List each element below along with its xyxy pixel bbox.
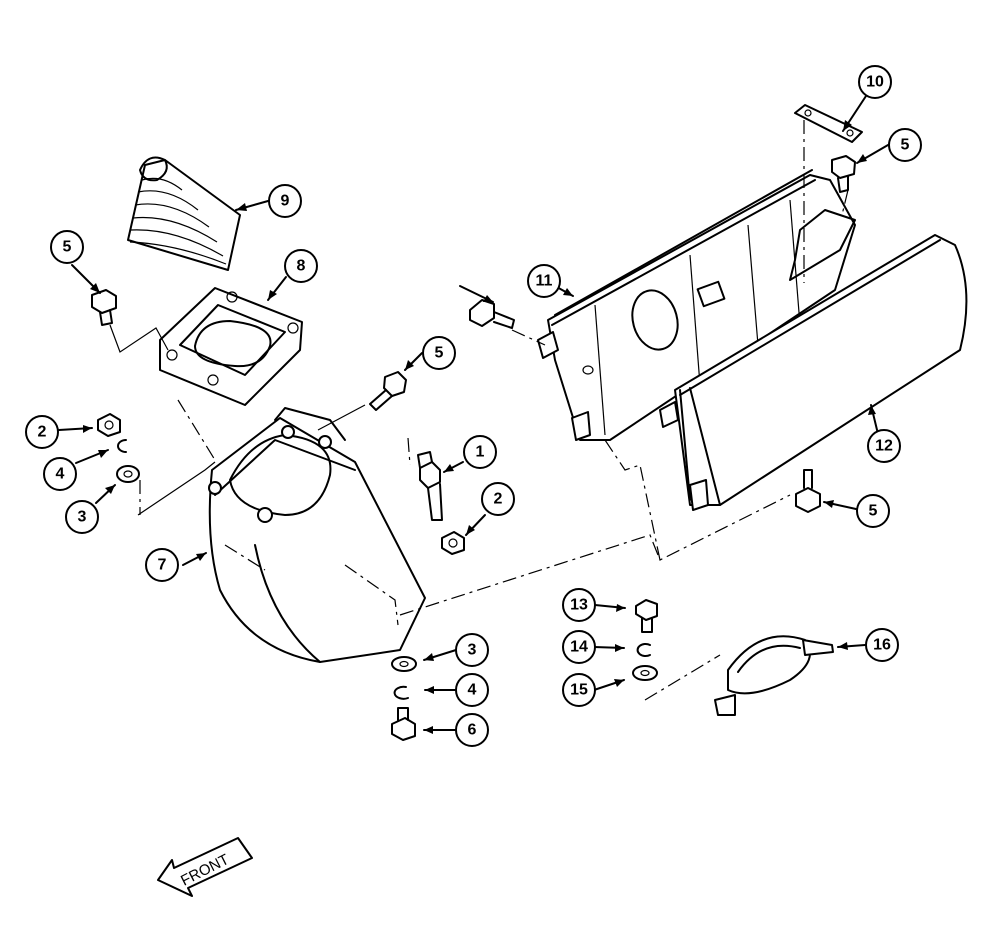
callout-8: 8 [284,249,318,283]
svg-text:11: 11 [536,273,553,290]
svg-text:10: 10 [866,74,884,91]
part-8-plate [159,287,303,406]
svg-text:4: 4 [56,466,65,483]
callout-4-bottom: 4 [455,673,489,707]
part-16-bracket [714,635,834,716]
part-11-panel [537,169,856,441]
callout-3-left: 3 [65,500,99,534]
leader-lines [58,95,889,734]
callout-2-left: 2 [25,415,59,449]
svg-text:2: 2 [38,424,47,441]
part-12-panel [659,234,968,511]
svg-text:15: 15 [570,682,588,699]
callout-5-top-right: 5 [888,128,922,162]
svg-text:6: 6 [468,722,477,739]
svg-text:4: 4 [468,682,477,699]
svg-text:3: 3 [78,509,87,526]
svg-text:12: 12 [875,438,893,455]
svg-text:5: 5 [63,239,72,256]
callout-6: 6 [455,713,489,747]
callout-5-left: 5 [50,230,84,264]
svg-text:1: 1 [476,444,485,461]
callout-2-center: 2 [481,482,515,516]
callout-1: 1 [463,435,497,469]
front-arrow: FRONT [157,837,253,897]
callout-12: 12 [867,429,901,463]
part-10-strap [794,104,863,283]
hardware-parts [91,155,856,741]
svg-text:16: 16 [873,637,891,654]
svg-text:5: 5 [869,503,878,520]
callout-11: 11 [527,264,561,298]
callout-10: 10 [858,65,892,99]
callout-13: 13 [562,588,596,622]
svg-text:14: 14 [570,639,588,656]
callout-7: 7 [145,548,179,582]
callout-16: 16 [865,628,899,662]
svg-text:13: 13 [570,597,588,614]
svg-text:3: 3 [468,642,477,659]
part-7-housing [208,407,426,663]
svg-text:7: 7 [158,557,167,574]
svg-text:9: 9 [281,193,290,210]
callout-9: 9 [268,184,302,218]
svg-text:8: 8 [297,258,306,275]
callout-5-bottom-right: 5 [856,494,890,528]
callout-5-center: 5 [422,336,456,370]
svg-text:2: 2 [494,491,503,508]
callout-4-left: 4 [43,457,77,491]
callout-15: 15 [562,673,596,707]
svg-text:5: 5 [901,137,910,154]
callout-14: 14 [562,630,596,664]
callout-3-bottom: 3 [455,633,489,667]
part-9-boot [127,156,241,271]
svg-text:5: 5 [435,345,444,362]
assembly-lines [109,189,849,701]
